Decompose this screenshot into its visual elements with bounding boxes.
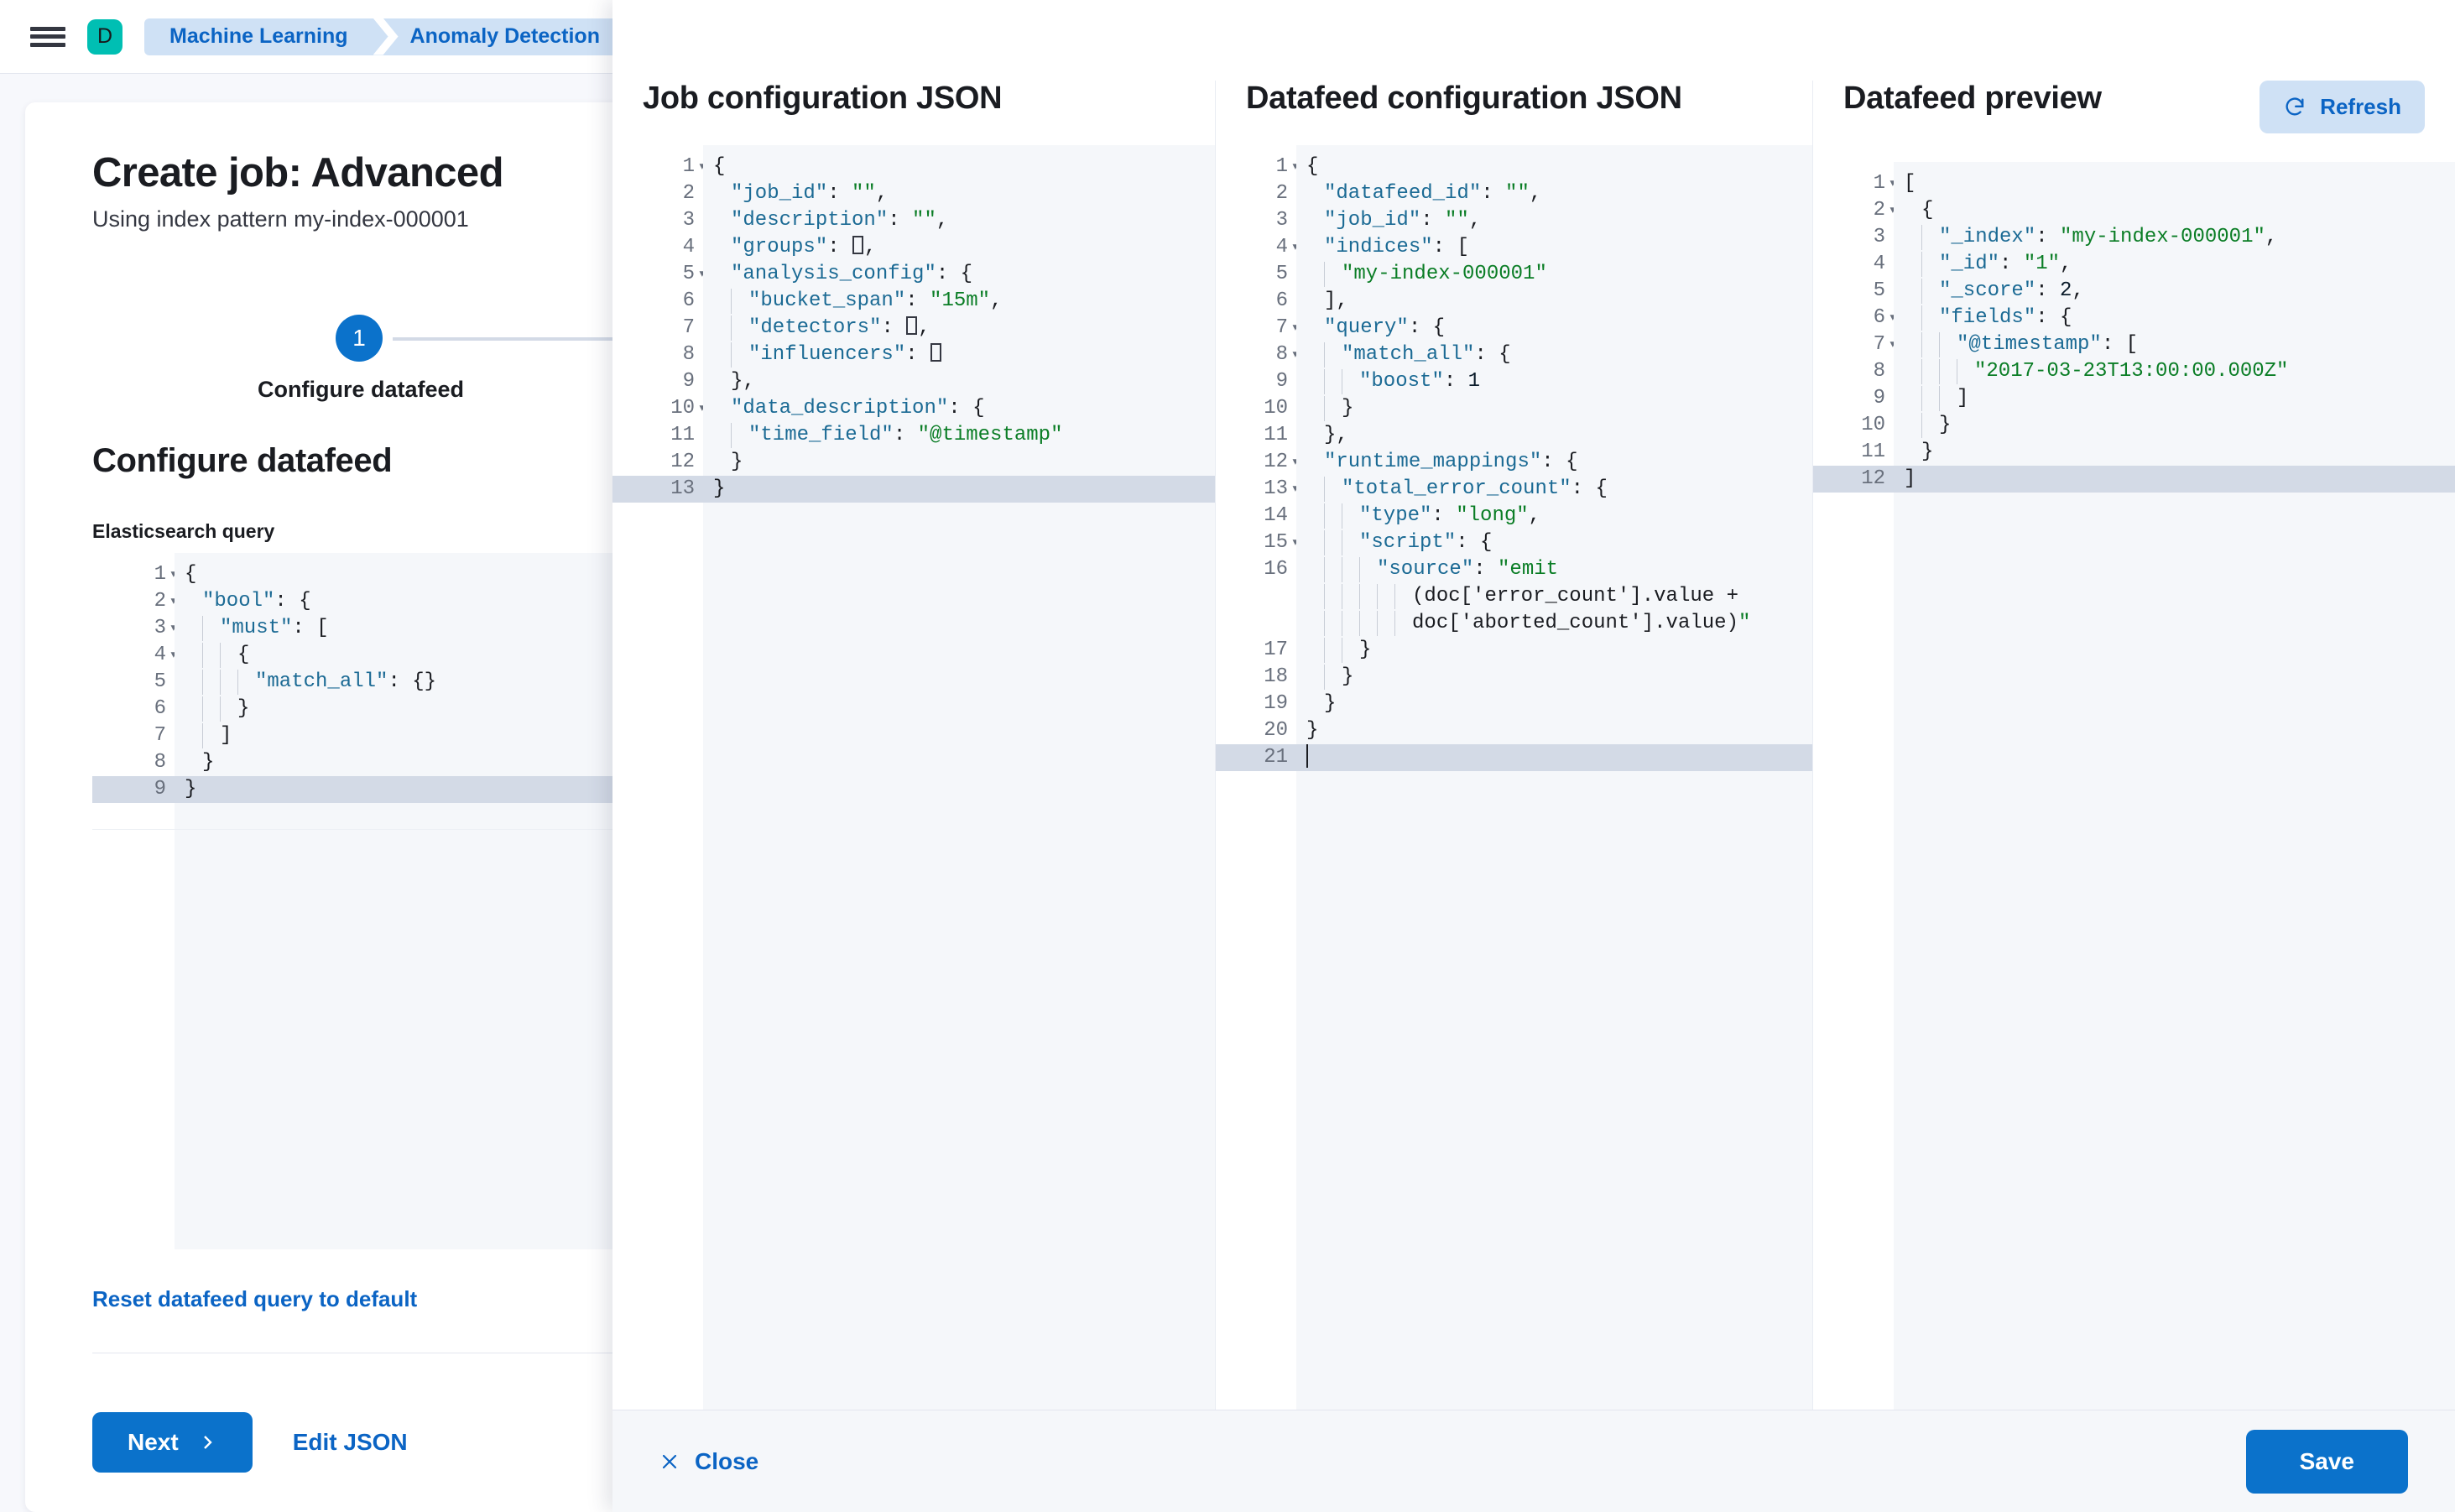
- close-icon: [662, 1454, 677, 1468]
- reset-datafeed-query-link[interactable]: Reset datafeed query to default: [92, 1286, 418, 1311]
- avatar[interactable]: D: [87, 18, 122, 55]
- editor-code-area[interactable]: {"job_id": "","description": "","groups"…: [703, 145, 1215, 1410]
- next-button[interactable]: Next: [92, 1412, 253, 1473]
- stepper-step-1[interactable]: 1: [336, 315, 383, 362]
- close-button-label: Close: [695, 1447, 759, 1474]
- breadcrumb-item-anomaly-detection[interactable]: Anomaly Detection: [373, 18, 625, 55]
- flyout-footer: Close Save: [612, 1410, 2455, 1512]
- chevron-right-icon: [203, 1436, 212, 1449]
- editor-code-area[interactable]: {"datafeed_id": "","job_id": "","indices…: [1296, 145, 1812, 1410]
- refresh-button[interactable]: Refresh: [2260, 81, 2425, 133]
- hamburger-icon[interactable]: [30, 23, 65, 50]
- job-configuration-title: Job configuration JSON: [643, 81, 1003, 116]
- wizard-button-row: Next Edit JSON: [92, 1412, 1175, 1506]
- editor-code-area[interactable]: {"bool": {"must": [{"match_all": {}}]}}: [175, 553, 612, 829]
- elasticsearch-query-label: Elasticsearch query: [92, 520, 275, 542]
- datafeed-preview-title: Datafeed preview: [1843, 81, 2102, 116]
- editor-code-area[interactable]: [{"_index": "my-index-000001","_id": "1"…: [1894, 162, 2455, 1410]
- refresh-button-label: Refresh: [2320, 94, 2401, 119]
- close-button[interactable]: Close: [659, 1448, 758, 1475]
- page-subtitle: Using index pattern my-index-000001: [92, 206, 469, 232]
- breadcrumb-item-machine-learning[interactable]: Machine Learning: [144, 18, 373, 55]
- page-title: Create job: Advanced: [92, 150, 504, 196]
- edit-json-button[interactable]: Edit JSON: [292, 1429, 408, 1455]
- refresh-icon: [2286, 96, 2304, 115]
- editor-empty-area[interactable]: [92, 830, 612, 1249]
- datafeed-configuration-title: Datafeed configuration JSON: [1246, 81, 1682, 116]
- save-button[interactable]: Save: [2245, 1429, 2408, 1494]
- stepper-step-1-label: Configure datafeed: [257, 377, 465, 402]
- section-title: Configure datafeed: [92, 442, 393, 479]
- next-button-label: Next: [128, 1429, 179, 1455]
